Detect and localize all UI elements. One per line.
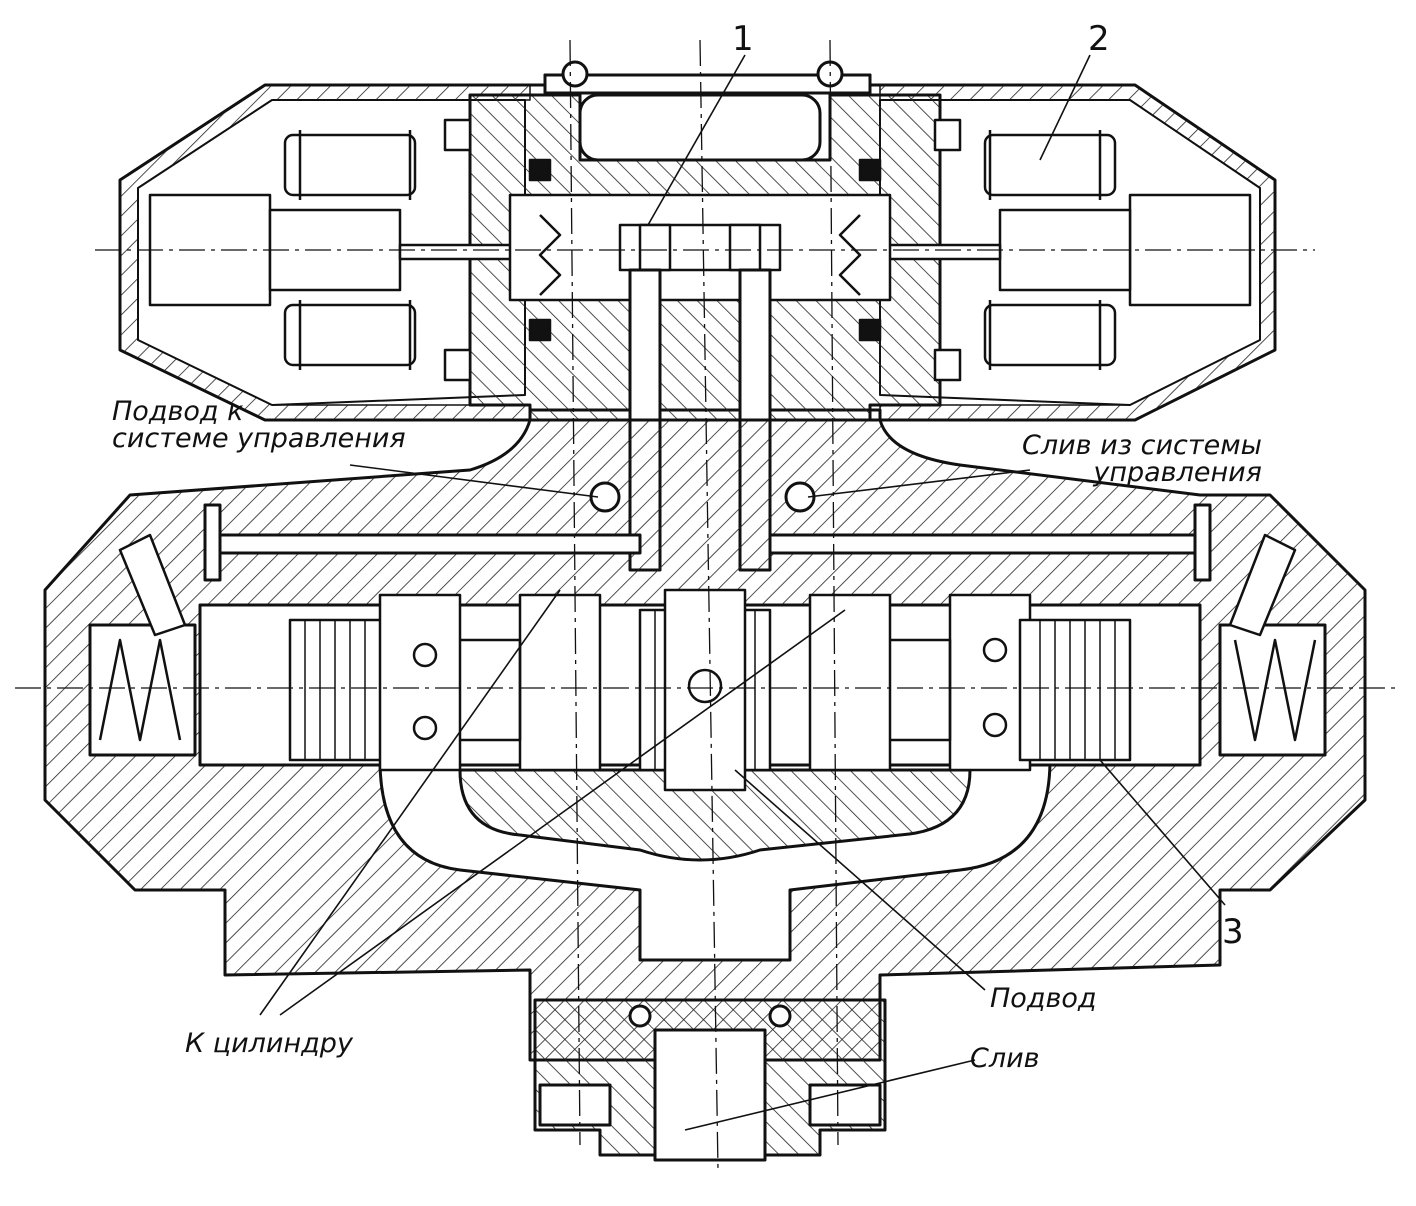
- label-supply-to-control-system: Подвод к системе управления: [112, 396, 406, 454]
- callout-number-3: 3: [1222, 912, 1244, 952]
- label-to-cylinder: К цилиндру: [185, 1028, 353, 1059]
- label-drain: Слив: [970, 1043, 1040, 1074]
- spool: [288, 588, 1132, 792]
- callout-number-1: 1: [732, 19, 754, 59]
- callout-number-2: 2: [1088, 19, 1110, 59]
- nozzle-flapper-mechanism: [508, 158, 892, 342]
- label-drain-from-control-system: Слив из системы управления: [1022, 430, 1262, 488]
- left-coil-assembly: [148, 118, 522, 382]
- label-supply: Подвод: [990, 983, 1097, 1014]
